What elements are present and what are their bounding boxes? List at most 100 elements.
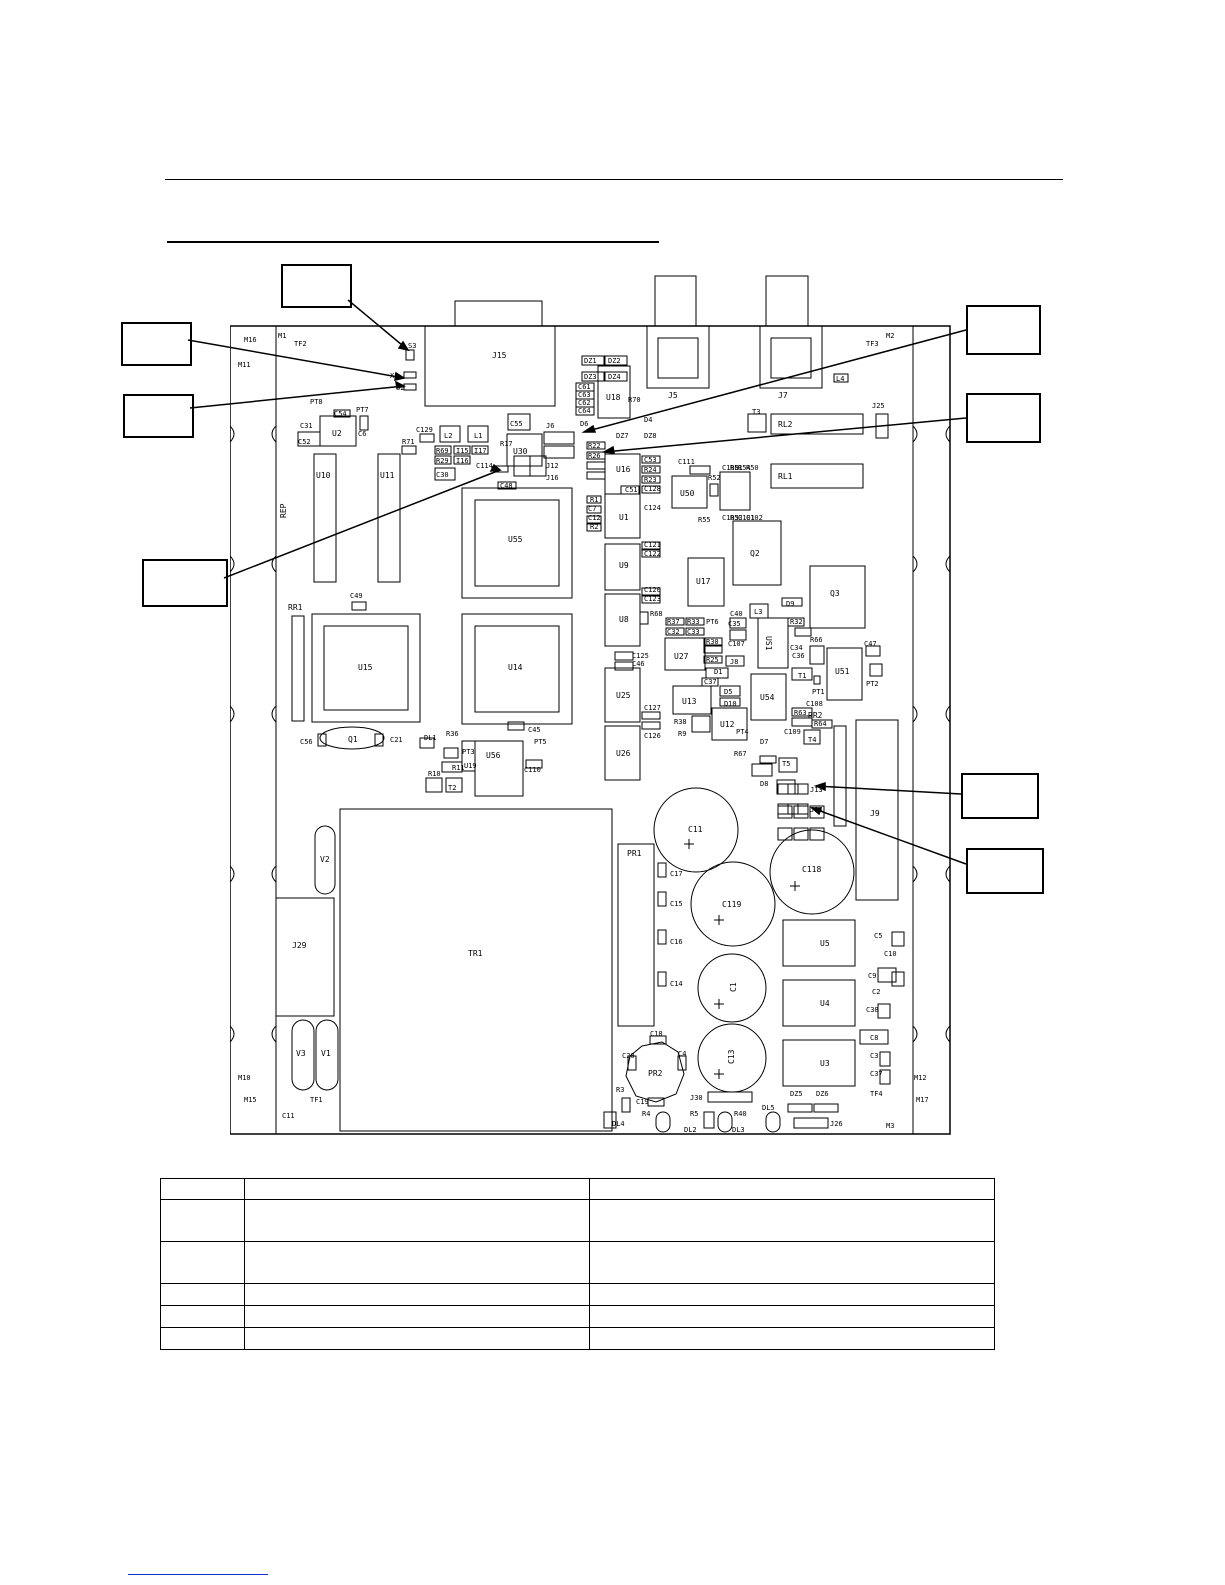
v2-label: V2 <box>320 855 330 864</box>
t1-label: T1 <box>798 672 806 680</box>
callout-box-2 <box>121 322 192 366</box>
u2-chip <box>319 415 357 447</box>
u30-label: U30 <box>513 447 528 456</box>
i16-label: I16 <box>456 457 469 465</box>
c118-label: C118 <box>802 865 821 874</box>
r40-label: R40 <box>734 1110 747 1118</box>
m3-label: M3 <box>886 1122 894 1130</box>
u2-label: U2 <box>332 429 342 438</box>
c37-label: C37 <box>704 678 717 686</box>
u51-label: U51 <box>835 667 850 676</box>
t3-label: T3 <box>752 408 760 416</box>
table-cell <box>243 1305 591 1328</box>
table-cell <box>160 1241 245 1284</box>
j25-label: J25 <box>872 402 885 410</box>
i15-label: I15 <box>456 447 469 455</box>
pt4-label: PT4 <box>736 728 749 736</box>
table-cell <box>243 1283 591 1306</box>
j29-label: J29 <box>292 941 307 950</box>
dl2-label: DL2 <box>684 1126 697 1134</box>
c33-label: C33 <box>687 628 700 636</box>
u18-chip <box>597 365 631 419</box>
c114-label: C114 <box>476 462 493 470</box>
table-row <box>160 1327 995 1350</box>
c120-label: C120 <box>644 586 661 594</box>
table-row <box>160 1199 995 1242</box>
c32-label: C32 <box>667 628 680 636</box>
c31-label: C31 <box>300 422 313 430</box>
j5-jack <box>646 325 710 389</box>
footer-link-underline[interactable] <box>128 1574 268 1575</box>
c55-label: C55 <box>510 420 523 428</box>
u25-chip <box>604 667 641 723</box>
dz1-label: DZ1 <box>584 357 597 365</box>
rl2-label: RL2 <box>778 420 793 429</box>
r71-label: R71 <box>402 438 415 446</box>
r2-label: R2 <box>590 523 598 531</box>
t2-label: T2 <box>448 784 456 792</box>
c53-label: C53 <box>644 456 657 464</box>
j5-label: J5 <box>668 391 678 400</box>
d9-label: D9 <box>786 600 794 608</box>
c108-label: C108 <box>806 700 823 708</box>
u18-label: U18 <box>606 393 621 402</box>
dz7-label: DZ7 <box>616 432 629 440</box>
dz2-label: DZ2 <box>608 357 621 365</box>
v1-label: V1 <box>321 1049 331 1058</box>
v2-varistor <box>314 825 336 895</box>
d1-label: D1 <box>714 668 722 676</box>
u55-label: U55 <box>508 535 523 544</box>
r52-label: R52 <box>708 474 721 482</box>
c56-label: C56 <box>300 738 313 746</box>
c17-label: C17 <box>670 870 683 878</box>
r51-label: R51 <box>730 464 743 472</box>
r5-label: R5 <box>690 1110 698 1118</box>
title-underline <box>167 241 659 243</box>
dl3-label: DL3 <box>732 1126 745 1134</box>
m16-label: M16 <box>244 336 257 344</box>
r29-label: R29 <box>436 457 449 465</box>
u25-label: U25 <box>616 691 631 700</box>
u50-label: U50 <box>680 489 695 498</box>
j12-label: J12 <box>546 462 559 470</box>
table-row <box>160 1283 995 1306</box>
u13-chip <box>672 685 712 715</box>
rr2-label: RR2 <box>808 711 823 720</box>
v3-label: V3 <box>296 1049 306 1058</box>
table-cell <box>243 1327 591 1350</box>
c11-label: C11 <box>688 825 703 834</box>
u5-regulator <box>782 919 856 967</box>
dz6-label: DZ6 <box>816 1090 829 1098</box>
u1-label: U1 <box>619 513 629 522</box>
c51-label: C51 <box>625 486 638 494</box>
s2-label: S2 <box>396 384 404 392</box>
c8-label: C8 <box>870 1034 878 1042</box>
r10-label: R10 <box>428 770 441 778</box>
rr1-array <box>291 615 305 722</box>
m1-label: M1 <box>278 332 286 340</box>
r63-label: R63 <box>794 709 807 717</box>
c10-label: C10 <box>884 950 897 958</box>
r30-label: R30 <box>706 638 719 646</box>
pcb-layout-drawing: J15 J5 J7 U55 U14 U15 TR1 U10 U11 RR1 RE… <box>230 275 951 1135</box>
c1-label: C1 <box>729 982 738 992</box>
c11-capacitor <box>653 787 739 873</box>
c102-label: C102 <box>746 514 763 522</box>
r26-label: R26 <box>588 452 601 460</box>
c119-capacitor <box>690 861 776 947</box>
d8-label: D8 <box>760 780 768 788</box>
u5-label: U5 <box>820 939 830 948</box>
m11-label: M11 <box>238 361 251 369</box>
callout-box-6 <box>142 559 228 607</box>
j29-connector <box>275 897 335 1017</box>
pt2-label: PT2 <box>866 680 879 688</box>
c48-label: C48 <box>500 482 513 490</box>
tf2-label: TF2 <box>294 340 307 348</box>
c122-label: C122 <box>644 550 661 558</box>
callout-box-5 <box>966 393 1041 443</box>
q2-label: Q2 <box>750 549 760 558</box>
l3-label: L3 <box>754 608 762 616</box>
c107-label: C107 <box>728 640 745 648</box>
rep-label: REP <box>279 503 288 518</box>
